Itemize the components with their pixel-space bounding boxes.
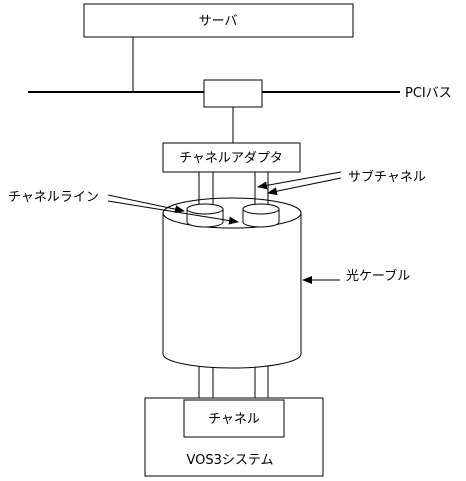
sub-channel-tube-left — [186, 203, 224, 228]
optical-cable — [162, 197, 302, 369]
sub-channel-tube-right — [242, 203, 280, 228]
sub-channel-arrow-2 — [267, 177, 342, 196]
sub-channel-arrow-1 — [257, 171, 342, 190]
channel-box: チャネル — [183, 399, 285, 438]
sub-channel-label: サブチャネル — [348, 169, 426, 185]
channel-adapter-box: チャネルアダプタ — [162, 142, 301, 173]
channel-label: チャネル — [208, 412, 260, 427]
channel-line-arrow-1 — [107, 194, 185, 214]
vos3-system-label: VOS3システム — [186, 453, 273, 468]
channel-adapter-label: チャネルアダプタ — [179, 151, 283, 166]
bus-connector — [203, 79, 263, 108]
server-box: サーバ — [83, 3, 354, 38]
channel-line-arrow-2 — [107, 200, 239, 225]
server-label: サーバ — [199, 14, 238, 29]
channel-line-label: チャネルライン — [8, 190, 99, 205]
pci-bus-label: PCIバス — [405, 86, 452, 101]
optical-cable-label: 光ケーブル — [346, 268, 410, 284]
channel-lines-bottom — [198, 366, 269, 400]
